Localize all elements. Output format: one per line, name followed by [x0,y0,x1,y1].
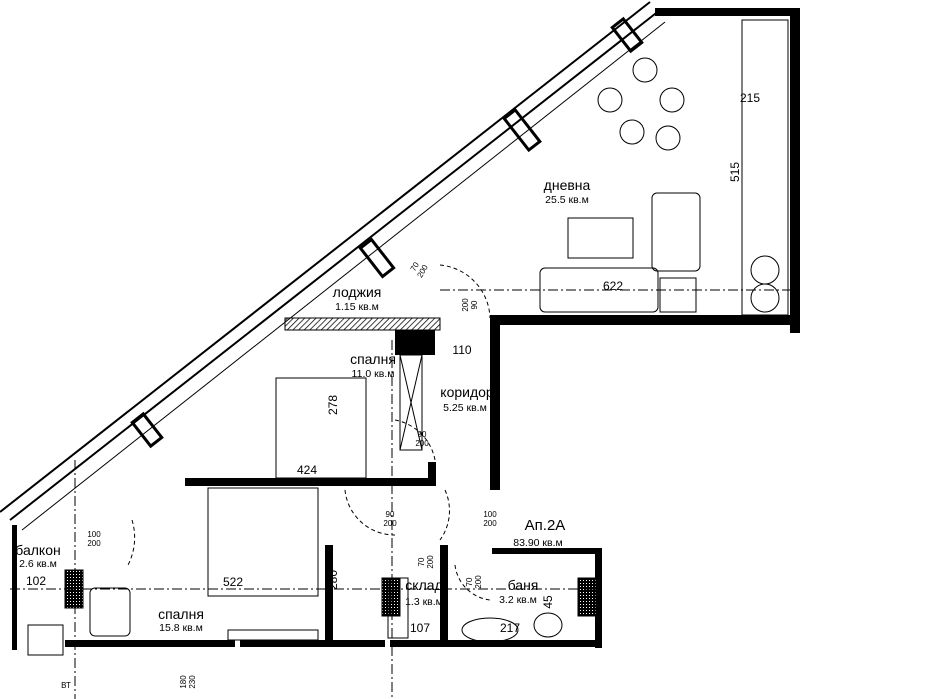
dimension: 278 [326,395,340,415]
room-area-loggia: 1.15 кв.м [335,301,379,313]
apartment-area: 83.90 кв.м [513,537,563,549]
room-name-storage: склад [405,577,442,593]
furniture [27,19,789,656]
door-swings [127,264,491,601]
svg-text:70: 70 [465,577,474,586]
svg-text:200: 200 [474,575,483,589]
room-area-balcony: 2.6 кв.м [19,558,57,570]
dimension: 110 [452,343,471,357]
sink [461,617,519,643]
room-name-corridor: коридор [440,384,494,400]
svg-text:100: 100 [87,530,101,539]
svg-text:200: 200 [415,439,429,448]
column [577,577,597,617]
dimension: 215 [740,91,760,105]
dimension: 180 [179,675,188,689]
bed-large-room [207,487,319,597]
svg-text:100: 100 [483,510,497,519]
column [381,577,401,617]
dimension: 522 [223,575,243,589]
dimension: 102 [26,574,46,588]
room-area-bedroom-small: 11.0 кв.м [352,368,395,380]
dimension: 515 [728,162,742,182]
diagonal-facade-wall [0,1,666,531]
room-area-bathroom: 3.2 кв.м [499,594,537,606]
dimension: 622 [603,279,623,293]
room-name-bedroom-small: спалня [350,351,396,367]
svg-text:90: 90 [386,510,395,519]
room-name-bedroom-large: спалня [158,606,204,622]
room-name-bathroom: баня [508,577,539,593]
room-name-living: дневна [544,177,591,193]
room-area-living: 25.5 кв.м [545,194,589,206]
room-area-bedroom-large: 15.8 кв.м [159,622,203,634]
shaft-marker: ВТ [61,681,71,690]
room-name-balcony: балкон [15,542,60,558]
wardrobe [399,354,423,451]
svg-text:200: 200 [483,519,497,528]
svg-text:200: 200 [461,298,470,312]
room-area-corridor: 5.25 кв.м [443,402,487,414]
side-table [659,277,697,313]
dimension: 424 [297,463,317,477]
svg-text:70: 70 [417,557,426,566]
room-name-loggia: лоджия [333,284,382,300]
kitchen-counter [741,19,789,316]
planter [27,624,64,656]
loggia-slab [284,317,441,331]
svg-text:90: 90 [470,300,479,309]
svg-text:200: 200 [87,539,101,548]
armchair-sofa [651,192,701,272]
dimension: 45 [541,595,555,609]
apartment-name: Ап.2А [525,517,566,534]
dimension: 217 [500,621,520,635]
dimension: 230 [188,675,197,689]
bed-small-room [275,377,367,479]
room-area-storage: 1.3 кв.м [405,596,443,608]
svg-text:90: 90 [418,430,427,439]
dimension: 107 [410,621,430,635]
walls [12,8,800,650]
svg-text:200: 200 [426,555,435,569]
toilet [533,612,563,638]
coffee-table [567,217,634,259]
axis-lines [10,289,800,699]
armchair [89,587,131,637]
dimension: 280 [326,570,340,590]
svg-text:200: 200 [383,519,397,528]
